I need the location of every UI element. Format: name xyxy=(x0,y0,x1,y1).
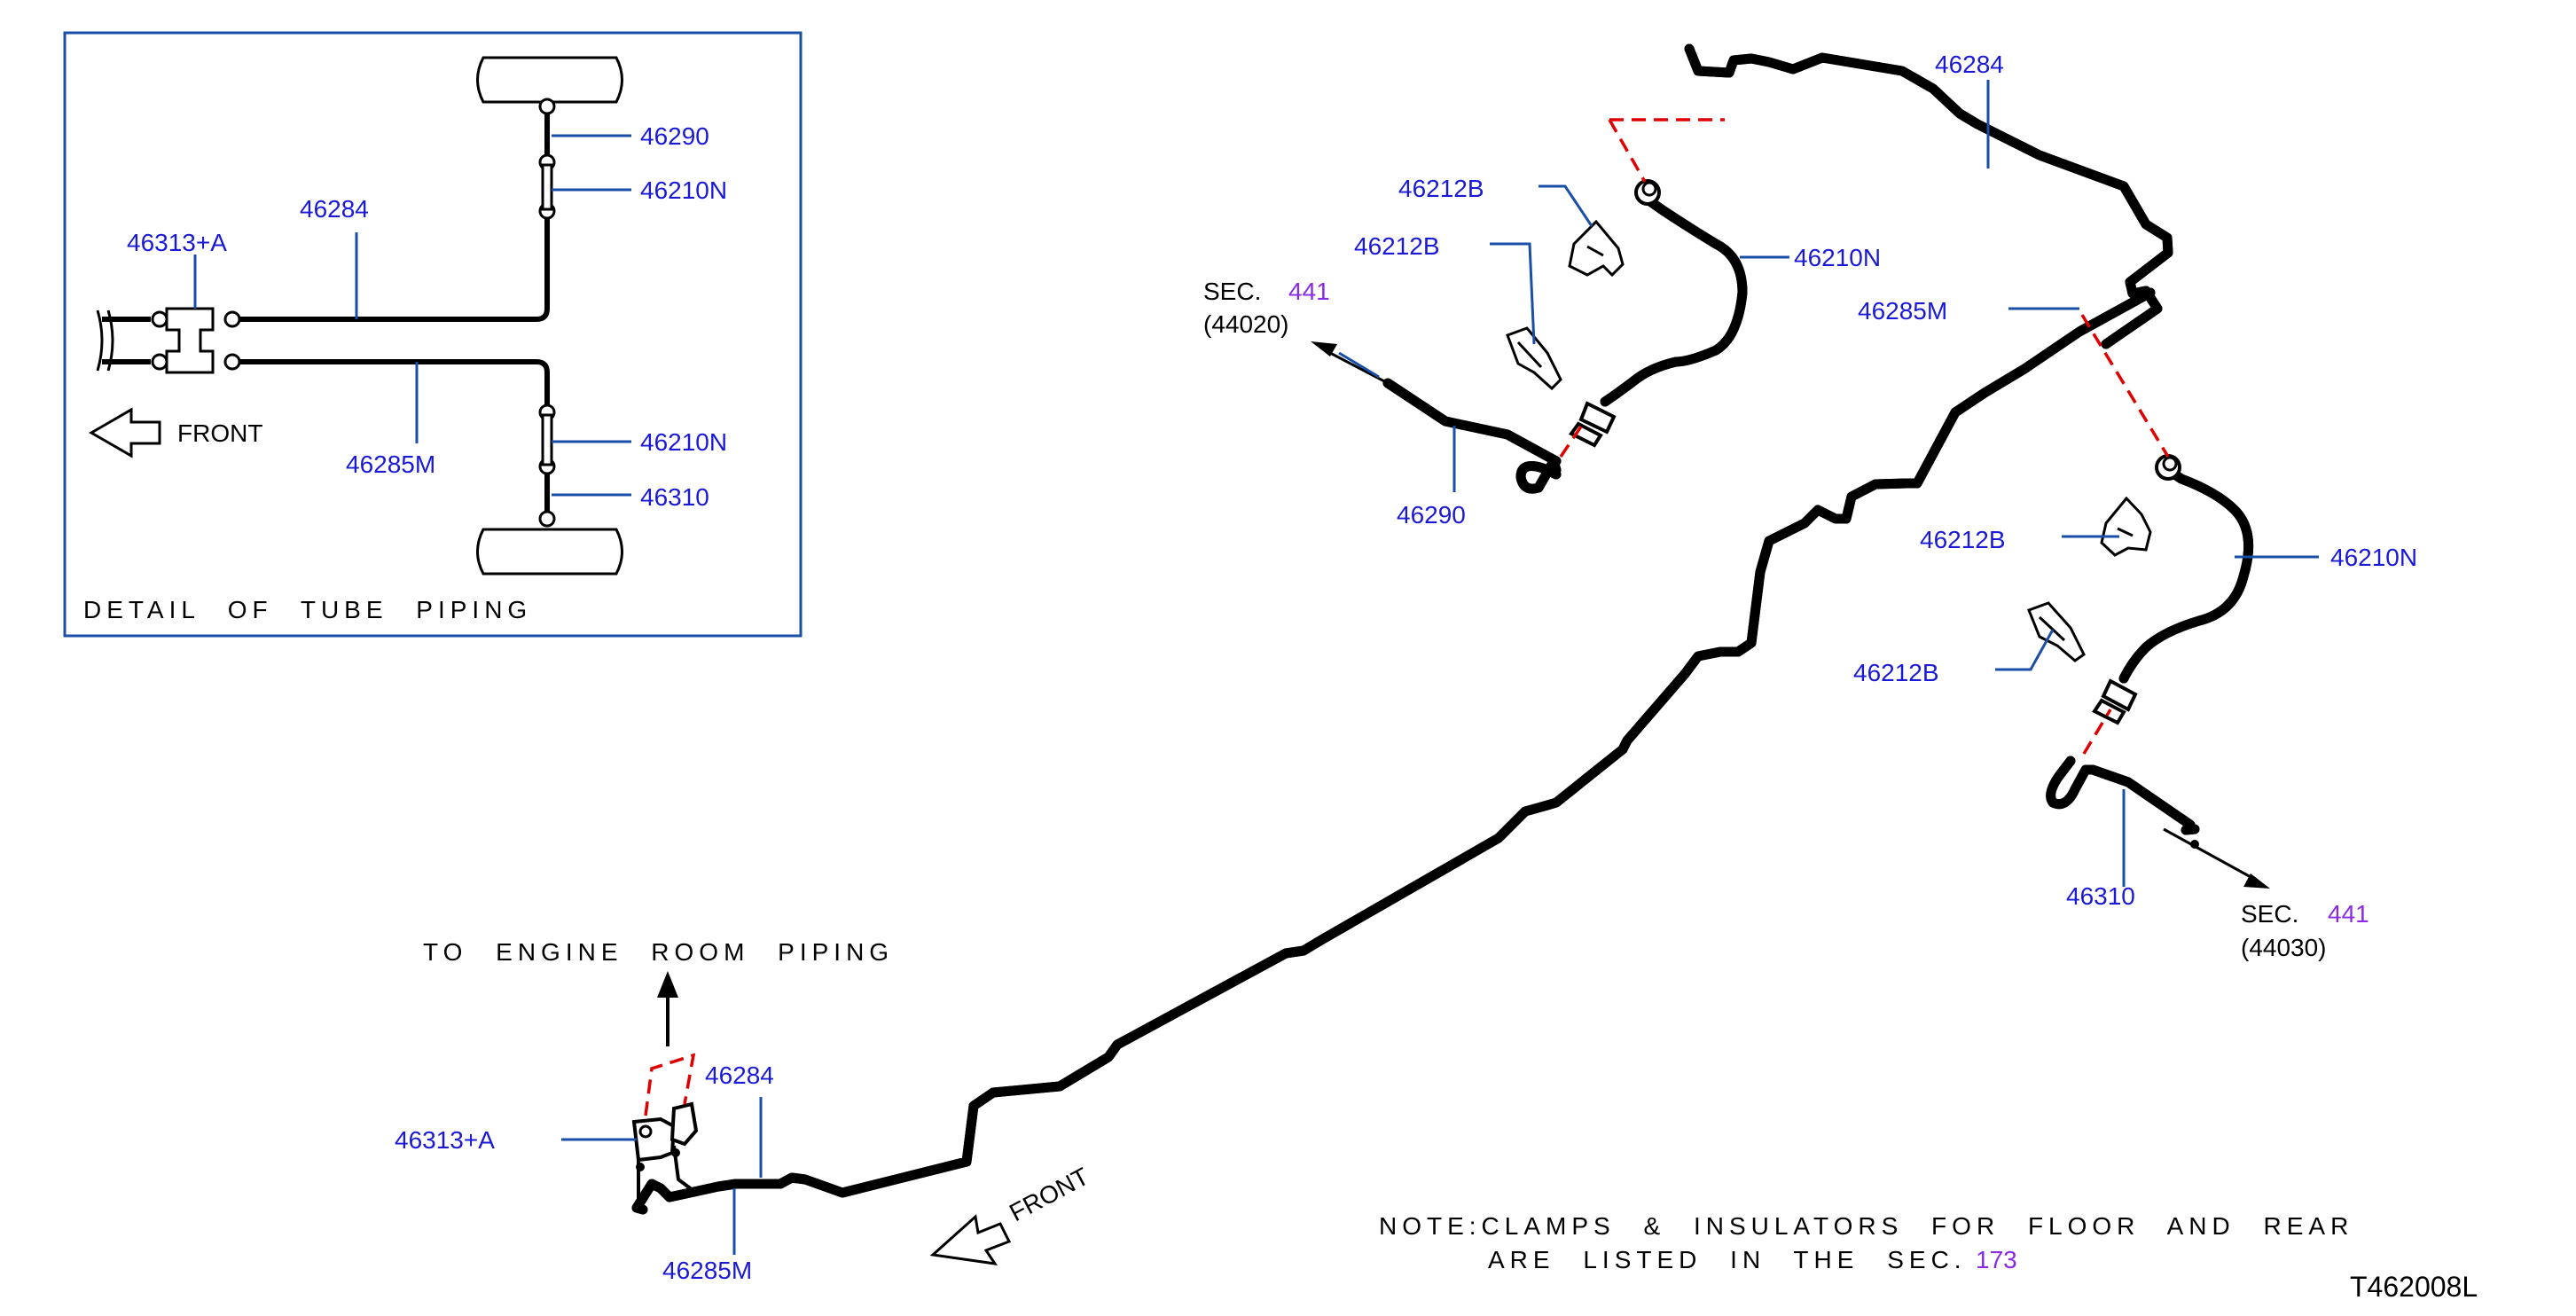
sec-right-label: SEC. xyxy=(2241,900,2298,928)
junction-46313a xyxy=(631,1101,699,1210)
sec-right-number: 441 xyxy=(2328,900,2369,928)
label-46212b-2: 46212B xyxy=(1354,232,1440,260)
label-46212b-3: 46212B xyxy=(1920,526,2006,553)
main-brake-tube xyxy=(631,43,2173,1215)
detail-inset: 46290 46210N 46284 46313+A 46210N 46310 … xyxy=(63,31,803,638)
label-46210n-1: 46210N xyxy=(1794,244,1881,271)
detail-label-46290: 46290 xyxy=(640,122,709,150)
clip-46212b-right-2 xyxy=(2027,601,2086,662)
label-46284-top: 46284 xyxy=(1935,51,2004,78)
label-46285m-right: 46285M xyxy=(1858,297,1947,325)
detail-label-46310: 46310 xyxy=(640,483,709,511)
diagram-id: T462008L xyxy=(2350,1271,2478,1303)
label-46210n-2: 46210N xyxy=(2330,544,2417,571)
detail-caption: DETAIL OF TUBE PIPING xyxy=(83,596,532,623)
tube-46290 xyxy=(1311,341,1562,489)
note-section-number: 173 xyxy=(1976,1246,2017,1273)
detail-label-46210n-top: 46210N xyxy=(640,176,727,204)
rear-wheel-bottom xyxy=(476,528,623,576)
detail-label-46285m: 46285M xyxy=(346,450,435,478)
front-arrow-icon xyxy=(929,1214,1012,1265)
engine-room-arrow-icon xyxy=(657,971,678,998)
sec-441-right-arrow-icon xyxy=(2243,873,2270,889)
sec-left-number: 441 xyxy=(1288,278,1330,305)
sec-right-code: (44030) xyxy=(2241,934,2327,961)
engine-room-label: TO ENGINE ROOM PIPING xyxy=(423,938,894,966)
flex-hose-right xyxy=(2092,454,2249,725)
label-46313a: 46313+A xyxy=(395,1126,495,1154)
label-46284-bottom: 46284 xyxy=(705,1061,774,1089)
detail-frame xyxy=(63,31,803,638)
detail-label-46284: 46284 xyxy=(300,195,369,223)
label-46212b-4: 46212B xyxy=(1853,659,1939,686)
main-leaders xyxy=(561,80,2319,1255)
detail-label-46313a: 46313+A xyxy=(127,229,227,256)
detail-label-46210n-bottom: 46210N xyxy=(640,428,727,456)
label-46290: 46290 xyxy=(1397,501,1466,529)
clip-46212b-right-1 xyxy=(2100,496,2152,557)
label-46285m-bottom: 46285M xyxy=(662,1257,752,1284)
sec-441-left-arrow-icon xyxy=(1311,341,1337,356)
note-line-2: ARE LISTED IN THE SEC. xyxy=(1488,1246,1967,1273)
clip-46212b-upper-1 xyxy=(1568,219,1625,278)
front-label: FRONT xyxy=(1005,1163,1093,1227)
clip-46212b-upper-2 xyxy=(1506,326,1562,391)
flex-hose-left xyxy=(1568,179,1748,448)
detail-front-label: FRONT xyxy=(177,419,262,447)
label-46212b-1: 46212B xyxy=(1398,175,1484,202)
junction-block-46313 xyxy=(165,307,215,374)
sec-left-code: (44020) xyxy=(1203,310,1289,338)
detail-pipe-46285m xyxy=(102,359,550,523)
note-line-1: NOTE:CLAMPS & INSULATORS FOR FLOOR AND R… xyxy=(1379,1212,2353,1240)
label-46310: 46310 xyxy=(2066,882,2135,910)
sec-left-label: SEC. xyxy=(1203,278,1261,305)
connection-lines xyxy=(644,118,2170,1116)
tube-46310 xyxy=(2051,756,2270,889)
rear-wheel-top xyxy=(476,56,623,104)
detail-front-arrow-icon xyxy=(89,407,161,458)
